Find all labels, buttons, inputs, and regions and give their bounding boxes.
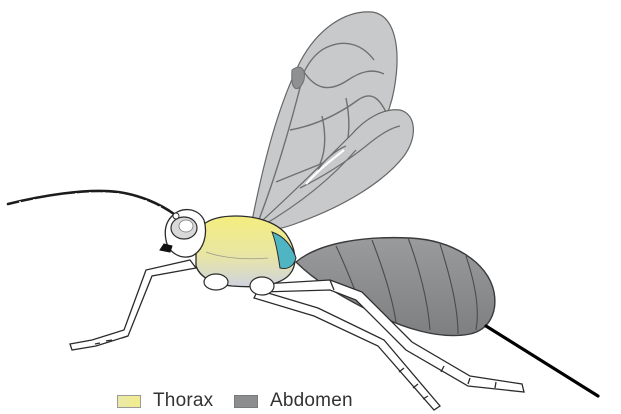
antenna [8, 191, 174, 214]
legend-item-abdomen: Abdomen [234, 389, 353, 413]
head [160, 210, 206, 257]
thorax-swatch [117, 395, 141, 408]
mandible [160, 244, 172, 252]
abdomen-swatch [234, 395, 258, 408]
legend: Thorax Abdomen [0, 386, 621, 414]
legend-label-abdomen: Abdomen [270, 390, 353, 412]
legend-item-thorax: Thorax [117, 389, 213, 413]
legend-label-thorax: Thorax [153, 390, 213, 412]
